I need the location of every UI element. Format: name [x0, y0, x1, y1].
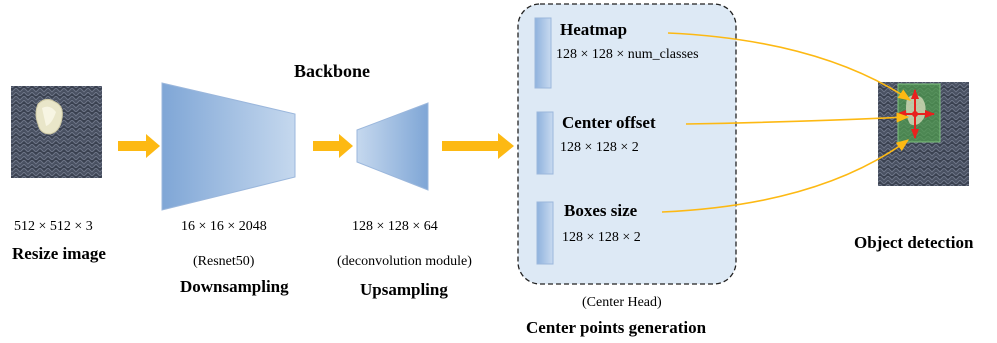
upsampling-dims: 128 × 128 × 64 — [352, 219, 438, 234]
boxes-size-name: Boxes size — [564, 201, 638, 220]
backbone-title: Backbone — [294, 61, 371, 81]
heatmap-dims: 128 × 128 × num_classes — [556, 47, 699, 62]
upsampling-block — [356, 102, 429, 191]
downsampling-block — [161, 82, 296, 211]
arrow-backbone-to-head — [442, 133, 514, 159]
boxes-size-bar — [536, 201, 554, 265]
center-offset-bar — [536, 111, 554, 175]
heatmap-connector — [667, 32, 912, 101]
center-head-sub: (Center Head) — [582, 295, 662, 310]
upsampling-sub: (deconvolution module) — [337, 254, 472, 269]
center-offset-connector — [685, 112, 910, 125]
heatmap-bar — [534, 17, 552, 89]
center-head-label: Center points generation — [526, 318, 707, 337]
boxes-size-connector — [661, 139, 910, 213]
center-head-container — [517, 3, 737, 285]
arrow-input-to-backbone — [118, 134, 160, 158]
center-offset-dims: 128 × 128 × 2 — [560, 140, 639, 155]
upsampling-label: Upsampling — [360, 280, 448, 299]
downsampling-dims: 16 × 16 × 2048 — [181, 219, 267, 234]
input-dims: 512 × 512 × 3 — [14, 219, 93, 234]
output-image — [878, 82, 969, 186]
center-offset-name: Center offset — [562, 113, 656, 132]
downsampling-label: Downsampling — [180, 277, 289, 296]
input-label: Resize image — [12, 244, 106, 263]
input-image — [11, 86, 102, 178]
arrow-down-to-up — [313, 134, 353, 158]
downsampling-sub: (Resnet50) — [193, 254, 255, 269]
output-label: Object detection — [854, 233, 974, 252]
heatmap-name: Heatmap — [560, 20, 628, 39]
boxes-size-dims: 128 × 128 × 2 — [562, 230, 641, 245]
